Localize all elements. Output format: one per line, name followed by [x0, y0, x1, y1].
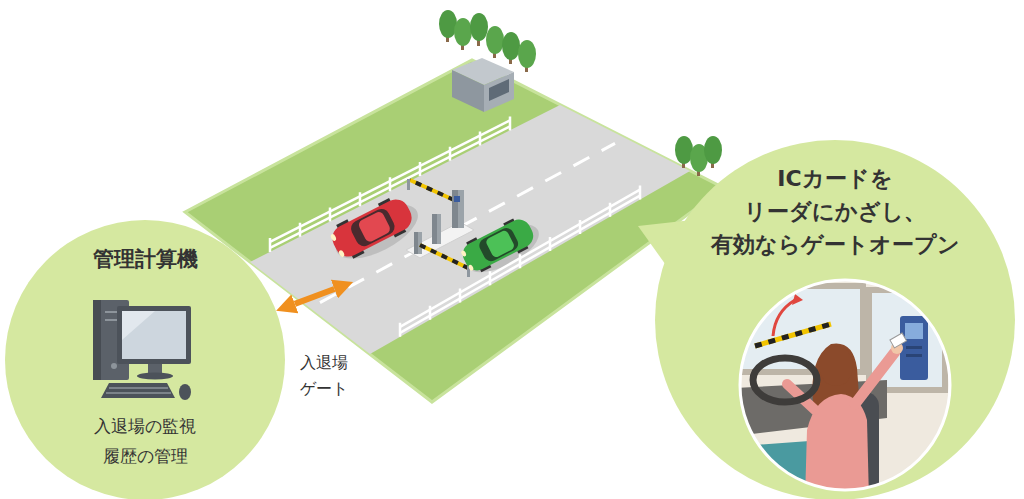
text-slot: 管理計算機 [45, 245, 245, 274]
node-title: 管理計算機 [45, 245, 245, 274]
fence [270, 116, 510, 252]
text-slot: 入退場 ゲート [300, 350, 358, 401]
gate-area: 入退場 ゲート [345, 170, 660, 282]
fence [400, 186, 640, 337]
callout-text: ICカードを リーダにかざし、 有効ならゲートオープン [690, 162, 980, 261]
illustration [93, 300, 191, 400]
red-car [326, 190, 426, 270]
callout-circle: ICカードを リーダにかざし、 有効ならゲートオープン [655, 140, 1015, 499]
circle-fill [5, 220, 285, 499]
gate-label: 入退場 ゲート [300, 350, 358, 401]
computer-circle: 管理計算機入退場の監視 履歴の管理 [5, 220, 285, 499]
lane-dashes [320, 143, 615, 302]
gate-barrier [407, 179, 454, 200]
tree-row [439, 10, 722, 176]
text-slot: 入退場の監視 履歴の管理 [80, 412, 210, 472]
text-slot: ICカードを リーダにかざし、 有効ならゲートオープン [690, 162, 980, 261]
double-arrow [295, 289, 335, 304]
circle-outline [655, 140, 1015, 499]
gate-booth [452, 58, 514, 112]
illustration [735, 275, 955, 499]
gate-barrier [420, 245, 470, 277]
node-text: 入退場の監視 履歴の管理 [80, 412, 210, 472]
road [250, 105, 690, 354]
green-car [457, 211, 546, 282]
